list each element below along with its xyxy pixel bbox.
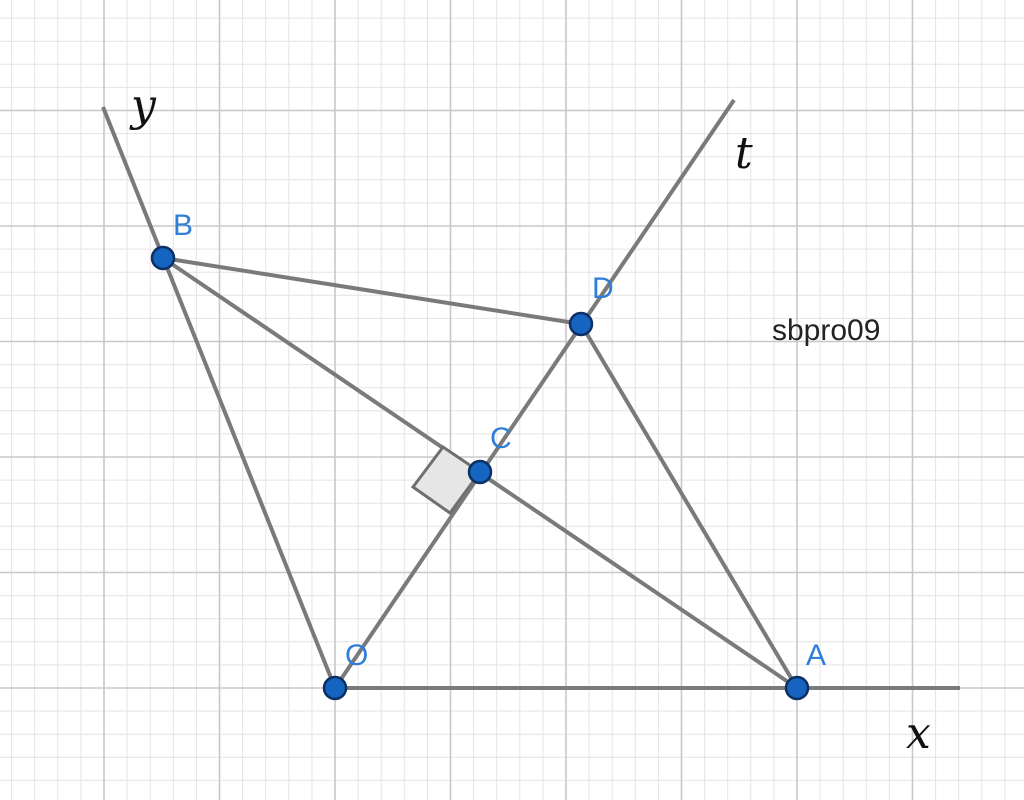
label-point-o: O xyxy=(345,639,368,672)
ray-ot xyxy=(333,98,736,690)
point-b[interactable] xyxy=(150,245,176,271)
ray-oy xyxy=(101,106,337,689)
label-point-c: C xyxy=(490,422,512,455)
point-d[interactable] xyxy=(568,311,594,337)
segment-bd xyxy=(161,256,583,326)
label-ray-t: t xyxy=(735,128,753,179)
point-o[interactable] xyxy=(322,675,348,701)
point-c[interactable] xyxy=(467,459,493,485)
segment-da xyxy=(579,322,799,690)
watermark-text: sbpro09 xyxy=(772,314,880,347)
point-a[interactable] xyxy=(784,675,810,701)
label-ray-x: x xyxy=(906,708,931,759)
label-point-a: A xyxy=(806,639,826,672)
label-ray-y: y xyxy=(129,80,157,131)
right-angle-marker xyxy=(410,444,483,516)
label-point-d: D xyxy=(592,272,614,305)
label-point-b: B xyxy=(173,209,193,242)
